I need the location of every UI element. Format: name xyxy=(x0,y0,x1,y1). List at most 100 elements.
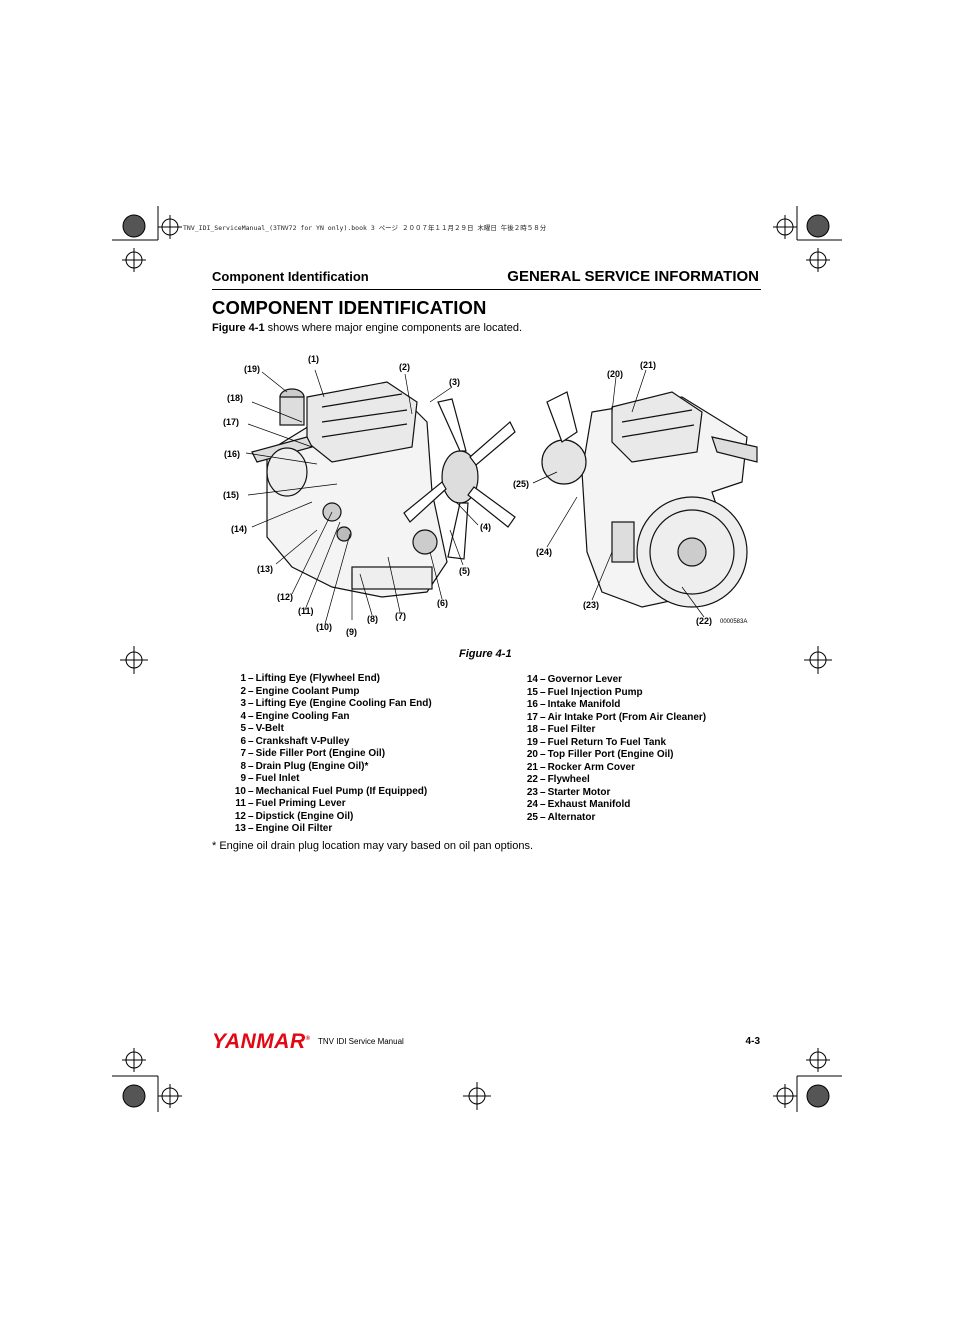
callout-label: (16) xyxy=(224,449,240,459)
leader-lines xyxy=(245,369,705,625)
legend-number: 18 xyxy=(526,724,538,735)
legend-number: 22 xyxy=(526,774,538,785)
legend-label: Exhaust Manifold xyxy=(547,799,631,810)
legend-label: Starter Motor xyxy=(547,786,611,798)
engine-drawing-rear xyxy=(541,391,758,608)
legend-item: 25 –Alternator xyxy=(512,812,706,825)
legend-label: Air Intake Port (From Air Cleaner) xyxy=(547,711,707,723)
legend-number: 17 xyxy=(526,711,538,723)
manual-title: TNV IDI Service Manual xyxy=(318,1037,404,1046)
legend-item: 11 –Fuel Priming Lever xyxy=(228,798,432,811)
legend-number: 1 xyxy=(240,673,246,684)
callout-label: (10) xyxy=(316,622,332,632)
legend-number: 9 xyxy=(240,773,246,784)
legend-number: 12 xyxy=(234,810,246,822)
legend-number: 11 xyxy=(235,798,246,809)
legend-item: 4 –Engine Cooling Fan xyxy=(228,711,432,724)
callout-label: (2) xyxy=(399,362,410,372)
legend-item: 20 –Top Filler Port (Engine Oil) xyxy=(512,749,706,762)
legend-separator: – xyxy=(248,698,254,709)
legend-number: 24 xyxy=(526,799,538,810)
legend-separator: – xyxy=(540,799,546,810)
legend-separator: – xyxy=(540,786,546,798)
legend-separator: – xyxy=(248,723,254,734)
legend-label: V-Belt xyxy=(255,723,284,734)
print-header: TNV_IDI_ServiceManual_(3TNV72 for YN onl… xyxy=(183,224,547,232)
legend-label: Engine Oil Filter xyxy=(255,823,333,834)
callout-label: (6) xyxy=(437,598,448,608)
legend-separator: – xyxy=(248,760,254,772)
legend-label: Lifting Eye (Flywheel End) xyxy=(255,673,381,684)
registered-mark: ® xyxy=(305,1036,311,1042)
legend-label: Fuel Injection Pump xyxy=(547,686,643,698)
legend-label: Fuel Filter xyxy=(547,724,596,735)
legend-separator: – xyxy=(540,736,546,748)
legend-label: Lifting Eye (Engine Cooling Fan End) xyxy=(255,698,432,709)
legend-separator: – xyxy=(540,711,546,723)
legend-number: 14 xyxy=(526,674,538,685)
legend-label: Drain Plug (Engine Oil)* xyxy=(255,760,369,772)
legend-item: 23 –Starter Motor xyxy=(512,787,706,800)
legend-number: 16 xyxy=(526,699,538,710)
callout-label: (18) xyxy=(227,393,243,403)
legend-number: 13 xyxy=(234,823,246,834)
legend-item: 12 –Dipstick (Engine Oil) xyxy=(228,811,432,824)
callout-labels: (1)(2)(3)(4)(5)(6)(7)(8)(9)(10)(11)(12)(… xyxy=(223,354,712,637)
figure-code: 0000583A xyxy=(720,619,747,625)
legend-separator: – xyxy=(248,773,254,784)
legend-label: Dipstick (Engine Oil) xyxy=(255,810,354,822)
legend-item: 19 –Fuel Return To Fuel Tank xyxy=(512,737,706,750)
legend-label: Engine Cooling Fan xyxy=(255,710,350,722)
callout-label: (7) xyxy=(395,611,406,621)
callout-label: (24) xyxy=(536,547,552,557)
legend-label: Side Filler Port (Engine Oil) xyxy=(255,748,386,759)
callout-label: (5) xyxy=(459,566,470,576)
legend-item: 17 –Air Intake Port (From Air Cleaner) xyxy=(512,712,706,725)
callout-label: (20) xyxy=(607,369,623,379)
legend-item: 6 –Crankshaft V-Pulley xyxy=(228,736,432,749)
legend-item: 16 –Intake Manifold xyxy=(512,699,706,712)
callout-label: (4) xyxy=(480,522,491,532)
legend-item: 3 –Lifting Eye (Engine Cooling Fan End) xyxy=(228,698,432,711)
legend-item: 24 –Exhaust Manifold xyxy=(512,799,706,812)
engine-illustration: (1)(2)(3)(4)(5)(6)(7)(8)(9)(10)(11)(12)(… xyxy=(223,354,758,637)
legend-separator: – xyxy=(248,673,254,684)
callout-label: (1) xyxy=(308,354,319,364)
callout-label: (11) xyxy=(298,606,314,616)
callout-label: (22) xyxy=(696,616,712,626)
section-title-right: GENERAL SERVICE INFORMATION xyxy=(507,268,759,285)
legend-separator: – xyxy=(540,774,546,785)
figure-reference: Figure 4-1 xyxy=(212,322,265,334)
legend-separator: – xyxy=(248,685,254,697)
callout-label: (3) xyxy=(449,377,460,387)
legend-label: Intake Manifold xyxy=(547,699,621,710)
yanmar-logo: YANMAR® xyxy=(212,1030,311,1054)
legend-item: 13 –Engine Oil Filter xyxy=(228,823,432,836)
legend-number: 20 xyxy=(526,749,538,760)
legend-item: 18 –Fuel Filter xyxy=(512,724,706,737)
legend-number: 3 xyxy=(240,698,246,709)
legend-item: 14 –Governor Lever xyxy=(512,674,706,687)
callout-label: (8) xyxy=(367,614,378,624)
legend-label: Top Filler Port (Engine Oil) xyxy=(547,749,674,760)
page-title: COMPONENT IDENTIFICATION xyxy=(212,297,487,318)
legend-number: 19 xyxy=(526,736,538,748)
figure-caption: Figure 4-1 xyxy=(459,648,512,660)
legend-label: Fuel Return To Fuel Tank xyxy=(547,736,667,748)
legend-separator: – xyxy=(540,749,546,760)
legend-number: 6 xyxy=(240,735,246,747)
legend-label: Mechanical Fuel Pump (If Equipped) xyxy=(255,785,428,797)
intro-paragraph: Figure 4-1 shows where major engine comp… xyxy=(212,322,522,334)
legend-item: 5 –V-Belt xyxy=(228,723,432,736)
legend-separator: – xyxy=(540,724,546,735)
intro-text: shows where major engine components are … xyxy=(264,322,522,334)
legend-separator: – xyxy=(248,710,254,722)
legend-label: Fuel Priming Lever xyxy=(255,798,346,809)
legend-item: 22 –Flywheel xyxy=(512,774,706,787)
legend-separator: – xyxy=(248,810,254,822)
legend-number: 4 xyxy=(240,710,246,722)
legend-label: Flywheel xyxy=(547,774,590,785)
legend-list-left: 1 –Lifting Eye (Flywheel End)2 –Engine C… xyxy=(228,673,432,836)
legend-item: 8 –Drain Plug (Engine Oil)* xyxy=(228,761,432,774)
